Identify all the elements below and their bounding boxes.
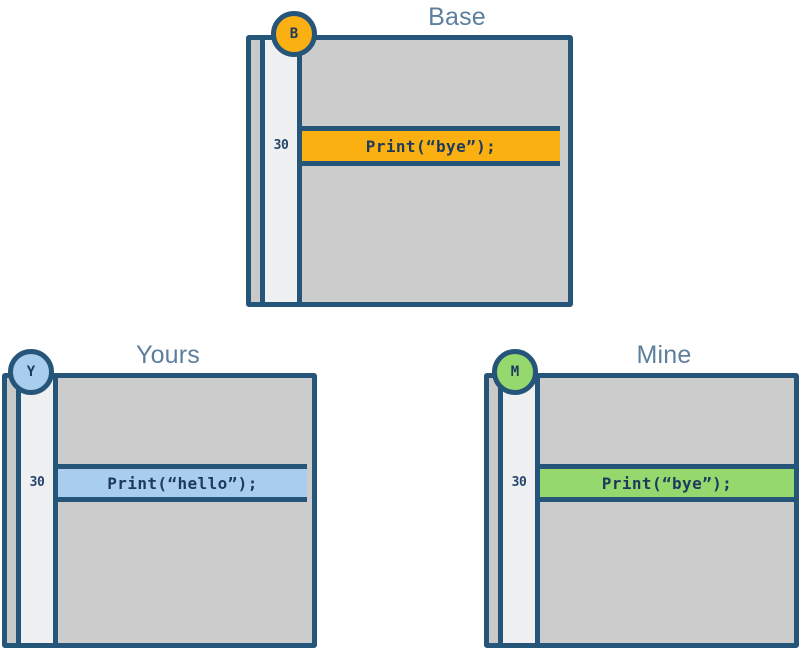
base-code-text: Print(“bye”); (365, 136, 497, 156)
panel-base: Base B 30 Print(“bye”); (246, 2, 580, 307)
mine-edge-strip (489, 378, 503, 643)
panel-base-title: Base (428, 3, 486, 31)
yours-edge-strip (7, 378, 21, 643)
yours-code-text: Print(“hello”); (107, 473, 258, 493)
panel-mine-title: Mine (636, 341, 692, 369)
yours-editor: 30 Print(“hello”); (2, 373, 317, 648)
base-code-body: Print(“bye”); (302, 40, 568, 302)
yours-badge-label: Y (26, 364, 36, 380)
mine-editor: 30 Print(“bye”); (484, 373, 799, 648)
panel-yours-title: Yours (135, 341, 200, 369)
base-line-number: 30 (273, 138, 289, 153)
panel-mine: Mine M 30 Print(“bye”); (484, 340, 804, 648)
base-line-number-gutter: 30 (265, 40, 302, 302)
base-badge-label: B (289, 26, 299, 42)
mine-line-number: 30 (511, 475, 527, 490)
mine-version-badge[interactable]: M (492, 349, 538, 395)
base-version-badge[interactable]: B (271, 11, 317, 57)
base-edge-strip (251, 40, 265, 302)
yours-line-number-gutter: 30 (21, 378, 58, 643)
mine-highlighted-code-row[interactable]: Print(“bye”); (540, 464, 794, 502)
panel-yours: Yours Y 30 Print(“hello”); (2, 340, 322, 648)
mine-badge-label: M (510, 364, 520, 380)
base-highlighted-code-row[interactable]: Print(“bye”); (302, 126, 560, 166)
yours-highlighted-code-row[interactable]: Print(“hello”); (58, 464, 307, 502)
yours-code-body: Print(“hello”); (58, 378, 312, 643)
mine-line-number-gutter: 30 (503, 378, 540, 643)
mine-code-body: Print(“bye”); (540, 378, 794, 643)
base-editor: 30 Print(“bye”); (246, 35, 573, 307)
mine-code-text: Print(“bye”); (601, 473, 733, 493)
yours-version-badge[interactable]: Y (8, 349, 54, 395)
yours-line-number: 30 (29, 475, 45, 490)
